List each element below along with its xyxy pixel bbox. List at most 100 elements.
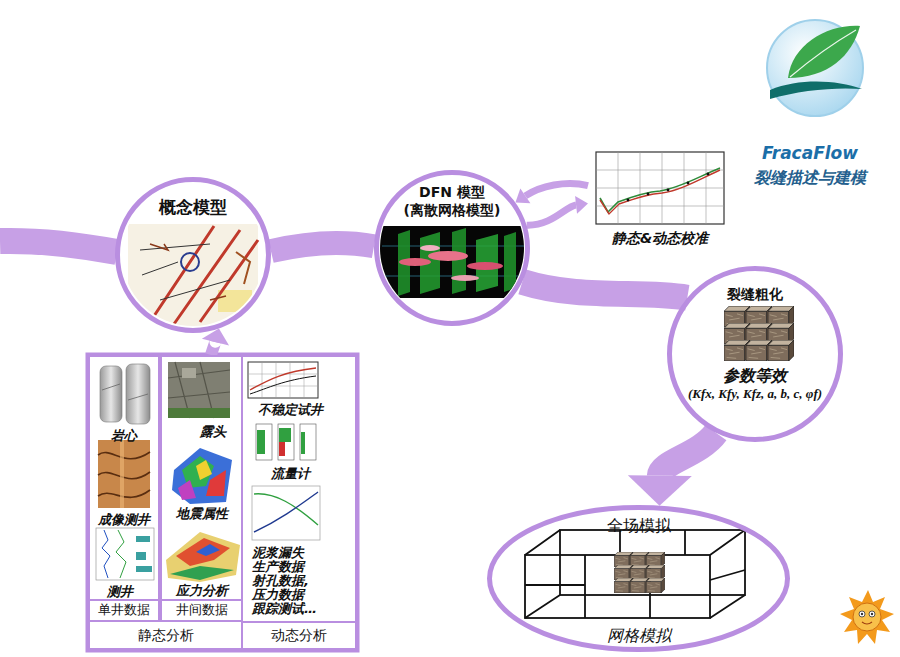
dfn-figure: [380, 226, 524, 298]
dfn-figure: [451, 275, 479, 281]
node-text: 全场模拟: [487, 516, 790, 535]
production-graph: [252, 486, 320, 540]
stress-analysis-surface: [170, 566, 234, 580]
sun-mascot: [871, 613, 873, 615]
input-arrow: [211, 342, 215, 355]
logo-icon: [790, 30, 856, 77]
grid-cubes: [646, 565, 665, 580]
concept-map-figure: [236, 252, 250, 284]
core-photo: [126, 364, 150, 424]
sun-mascot: [861, 613, 863, 615]
flowmeter-chart: [301, 432, 305, 454]
flow-band: [0, 241, 117, 252]
data-caption: 不稳定试井: [240, 402, 340, 418]
data-caption: 地震属性: [162, 506, 242, 522]
sun-mascot: [840, 590, 894, 644]
core-photo: [100, 366, 122, 422]
concept-map-figure: [140, 244, 230, 300]
arrowhead: [515, 188, 530, 203]
calibration-chart: [687, 182, 690, 185]
flowmeter-chart: [300, 424, 316, 460]
outcrop-photo: [168, 362, 230, 418]
node-text: 静态&动态校准: [588, 230, 732, 247]
calibration-chart: [596, 152, 724, 224]
grid-cubes: [614, 552, 665, 593]
node-text: 概念模型: [115, 197, 271, 217]
dfn-model-circle: DFN 模型 (离散网格模型): [374, 170, 530, 326]
grid-wireframe: [525, 530, 745, 618]
calibration-chart: [627, 199, 630, 202]
outcrop-photo: [168, 362, 230, 418]
flow-band: [271, 243, 374, 251]
grid-cubes: [646, 578, 665, 593]
stress-analysis-surface: [166, 532, 240, 582]
well-test-chart: [248, 362, 318, 398]
dfn-figure: [428, 251, 468, 261]
seismic-attribute-map: [172, 448, 232, 504]
stress-analysis-surface: [196, 544, 220, 556]
well-test-chart: [248, 362, 318, 398]
flowmeter-chart: [279, 442, 285, 456]
dfn-figure: [504, 232, 516, 292]
node-text: 单井数据: [90, 600, 158, 620]
grid-wireframe: [560, 530, 745, 595]
interwell-column: 井间数据: [160, 355, 243, 622]
calibration-chart: [596, 152, 724, 224]
seismic-attribute-map: [206, 470, 226, 496]
calibration-chart: [596, 152, 724, 224]
node-text: 网格模拟: [487, 626, 790, 645]
sun-mascot: [859, 611, 865, 617]
flowmeter-chart: [256, 424, 272, 460]
well-log: [136, 566, 152, 572]
grid-cubes: [646, 552, 665, 567]
seismic-attribute-map: [172, 448, 232, 504]
upscaled-cubes: [724, 306, 794, 361]
calibration-arrow: [515, 183, 588, 203]
concept-model-circle: 概念模型: [115, 177, 271, 333]
sun-mascot: [862, 622, 872, 624]
single-well-column: 单井数据: [88, 355, 160, 622]
upscaling-circle: 裂缝粗化参数等效(Kfx, Kfy, Kfz, a, b, c, φf): [667, 266, 843, 442]
stress-analysis-surface: [166, 532, 240, 582]
well-test-chart: [248, 362, 318, 398]
sun-mascot: [853, 603, 881, 631]
seismic-attribute-map: [196, 460, 212, 480]
data-caption: 应力分析: [162, 583, 242, 599]
flow-band: [271, 243, 374, 251]
grid-wireframe: [525, 530, 745, 618]
calibration-box: 静态&动态校准: [588, 148, 732, 255]
well-log: [136, 536, 150, 542]
node-text: 井间数据: [162, 600, 241, 620]
node-text: 参数等效: [667, 366, 843, 385]
calibration-chart: [667, 189, 670, 192]
data-panel-frame: [87, 354, 358, 651]
flowmeter-chart: [279, 428, 291, 442]
concept-map-figure: [150, 244, 226, 300]
dfn-figure: [399, 258, 431, 266]
data-panel-frame: [87, 354, 358, 651]
arrowhead: [628, 475, 692, 505]
stress-analysis-surface: [176, 538, 230, 566]
outcrop-photo: [168, 362, 230, 418]
shape-outline: [377, 173, 528, 324]
dfn-figure: [380, 226, 524, 298]
node-text: DFN 模型 (离散网格模型): [392, 184, 512, 219]
core-photo: [100, 364, 150, 424]
data-caption: 露头: [190, 424, 236, 440]
well-test-chart: [250, 376, 316, 394]
input-arrow: [202, 329, 229, 355]
seismic-attribute-map: [178, 480, 196, 500]
concept-map-figure: [181, 253, 199, 271]
logo-icon: [788, 26, 860, 78]
logo-icon: [770, 82, 862, 99]
flowmeter-chart: [257, 430, 265, 454]
flowmeter-chart: [256, 424, 316, 460]
upscaled-cubes: [768, 340, 794, 361]
calibration-arrow: [525, 183, 588, 195]
logo-icon: [767, 20, 863, 116]
concept-map-figure: [128, 224, 258, 326]
data-caption: 成像测井: [90, 512, 158, 528]
dynamic-data-list: 泥浆漏失 生产数据 射孔数据, 压力数据 跟踪测试…: [252, 546, 352, 616]
